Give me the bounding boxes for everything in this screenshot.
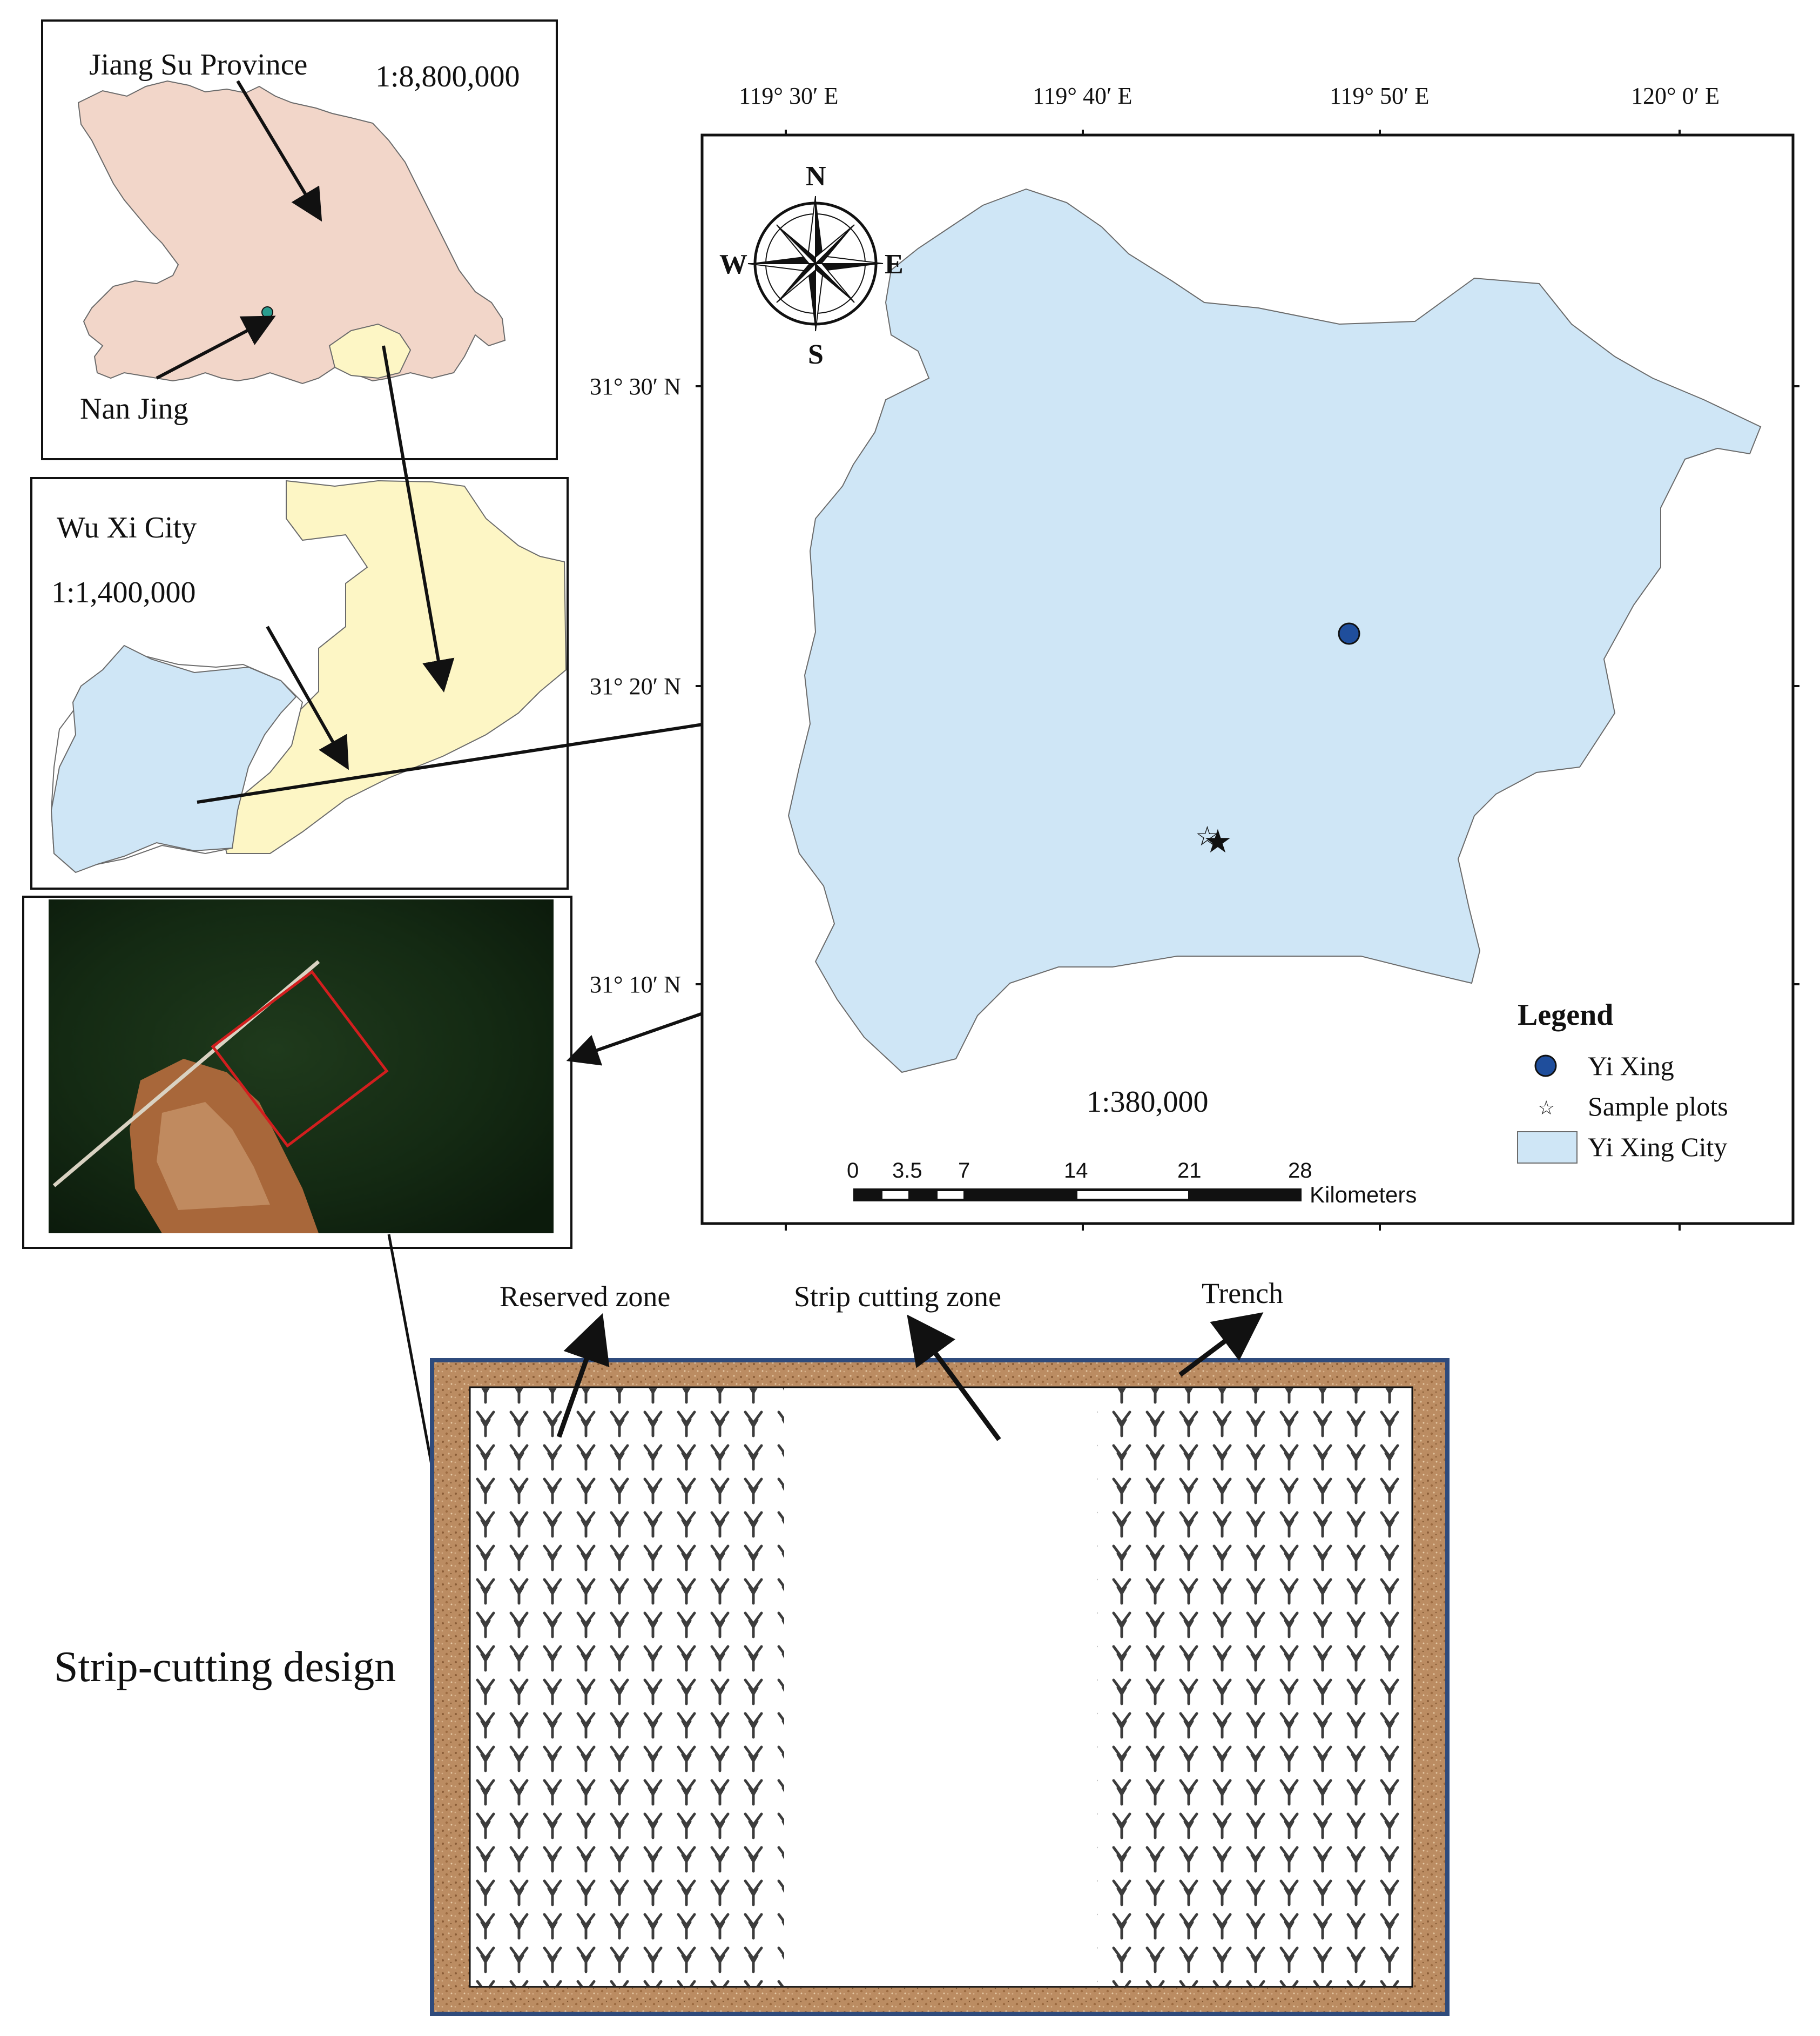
trench-arrow (1178, 1312, 1264, 1377)
satellite-panel (22, 833, 1216, 1497)
reserved-zone-label: Reserved zone (500, 1280, 670, 1313)
lat-label-2: 31° 20′ N (590, 673, 681, 700)
lon-label-1: 119° 30′ E (739, 83, 838, 109)
sample-plot-star-small: ☆ (1195, 821, 1219, 851)
lat-label-1: 31° 30′ N (590, 373, 681, 400)
lon-label-3: 119° 50′ E (1330, 83, 1429, 109)
jiangsu-scale: 1:8,800,000 (375, 60, 520, 93)
design-title: Strip-cutting design (54, 1643, 396, 1691)
scale-tick-2: 7 (958, 1159, 970, 1182)
jiangsu-title-arrow (236, 80, 322, 222)
satellite-to-design-line (387, 1234, 439, 1497)
scale-tick-1: 3.5 (892, 1159, 922, 1182)
sample-plot-star: ★ (1203, 824, 1232, 859)
nanjing-dot (261, 306, 273, 318)
wuxi-title-arrow (266, 626, 349, 770)
scale-tick-5: 28 (1288, 1159, 1312, 1182)
main-map-scale: 1:380,000 (1087, 1085, 1209, 1119)
wuxi-panel: Wu Xi City 1:1,400,000 (30, 345, 1011, 890)
nanjing-label: Nan Jing (80, 392, 188, 426)
legend-sample-icon: ☆ (1538, 1097, 1555, 1119)
legend-yixing-icon (1534, 1054, 1557, 1077)
scale-tick-3: 14 (1064, 1159, 1088, 1182)
reserved-zone-right (1097, 1388, 1411, 1986)
nanjing-arrow (156, 315, 276, 380)
wuxi-yixing-shape (50, 644, 297, 873)
legend-yixing-label: Yi Xing (1588, 1051, 1674, 1081)
compass-e: E (885, 249, 904, 280)
strip-cutting-zone-label: Strip cutting zone (794, 1280, 1001, 1313)
legend-yixing-city-label: Yi Xing City (1588, 1132, 1727, 1162)
strip-cutting-zone-arrow (907, 1314, 1001, 1441)
scale-bar: 0 3.5 7 14 21 28 Kilometers (847, 1159, 1417, 1207)
satellite-image (49, 899, 554, 1233)
lat-label-3: 31° 10′ N (590, 971, 681, 998)
study-plot-outline (211, 970, 389, 1148)
legend-yixing-city-swatch (1517, 1131, 1578, 1164)
reserved-zone-arrow (556, 1313, 610, 1438)
strip-cutting-zone (784, 1388, 1097, 1986)
main-map: 119° 30′ E 119° 40′ E 119° 50′ E 120° 0′… (590, 83, 1799, 1231)
wuxi-title: Wu Xi City (57, 511, 197, 545)
wuxi-city-shape (215, 480, 567, 854)
jiangsu-panel: Jiang Su Province 1:8,800,000 Nan Jing (41, 19, 558, 460)
graticule-ticks (696, 130, 1799, 1231)
jiangsu-wuxi-region (328, 323, 412, 379)
satellite-clearing-inner (157, 1102, 270, 1210)
wuxi-scale: 1:1,400,000 (51, 576, 196, 609)
reserved-zone-left (471, 1388, 784, 1986)
yixing-point (1338, 622, 1360, 645)
legend-sample-label: Sample plots (1588, 1091, 1728, 1121)
scale-tick-4: 21 (1177, 1159, 1202, 1182)
scale-unit: Kilometers (1310, 1182, 1417, 1207)
legend-title: Legend (1518, 998, 1613, 1032)
scale-tick-0: 0 (847, 1159, 859, 1182)
map-legend: Legend Yi Xing ☆ Sample plots Yi Xing Ci… (1517, 998, 1728, 1164)
strip-cutting-design: Strip-cutting design Reserved zone Strip… (54, 1277, 1450, 2016)
jiangsu-to-wuxi-arrow (382, 345, 455, 693)
lon-label-2: 119° 40′ E (1033, 83, 1132, 109)
jiangsu-title: Jiang Su Province (89, 48, 307, 82)
compass-w: W (719, 249, 747, 280)
yixing-city-shape (787, 188, 1762, 1073)
compass-rose: N S E W (719, 161, 904, 370)
compass-s: S (808, 339, 824, 370)
compass-n: N (806, 161, 826, 192)
lon-label-4: 120° 0′ E (1631, 83, 1720, 109)
compass-star-icon (747, 196, 884, 332)
trench-label: Trench (1202, 1277, 1283, 1309)
